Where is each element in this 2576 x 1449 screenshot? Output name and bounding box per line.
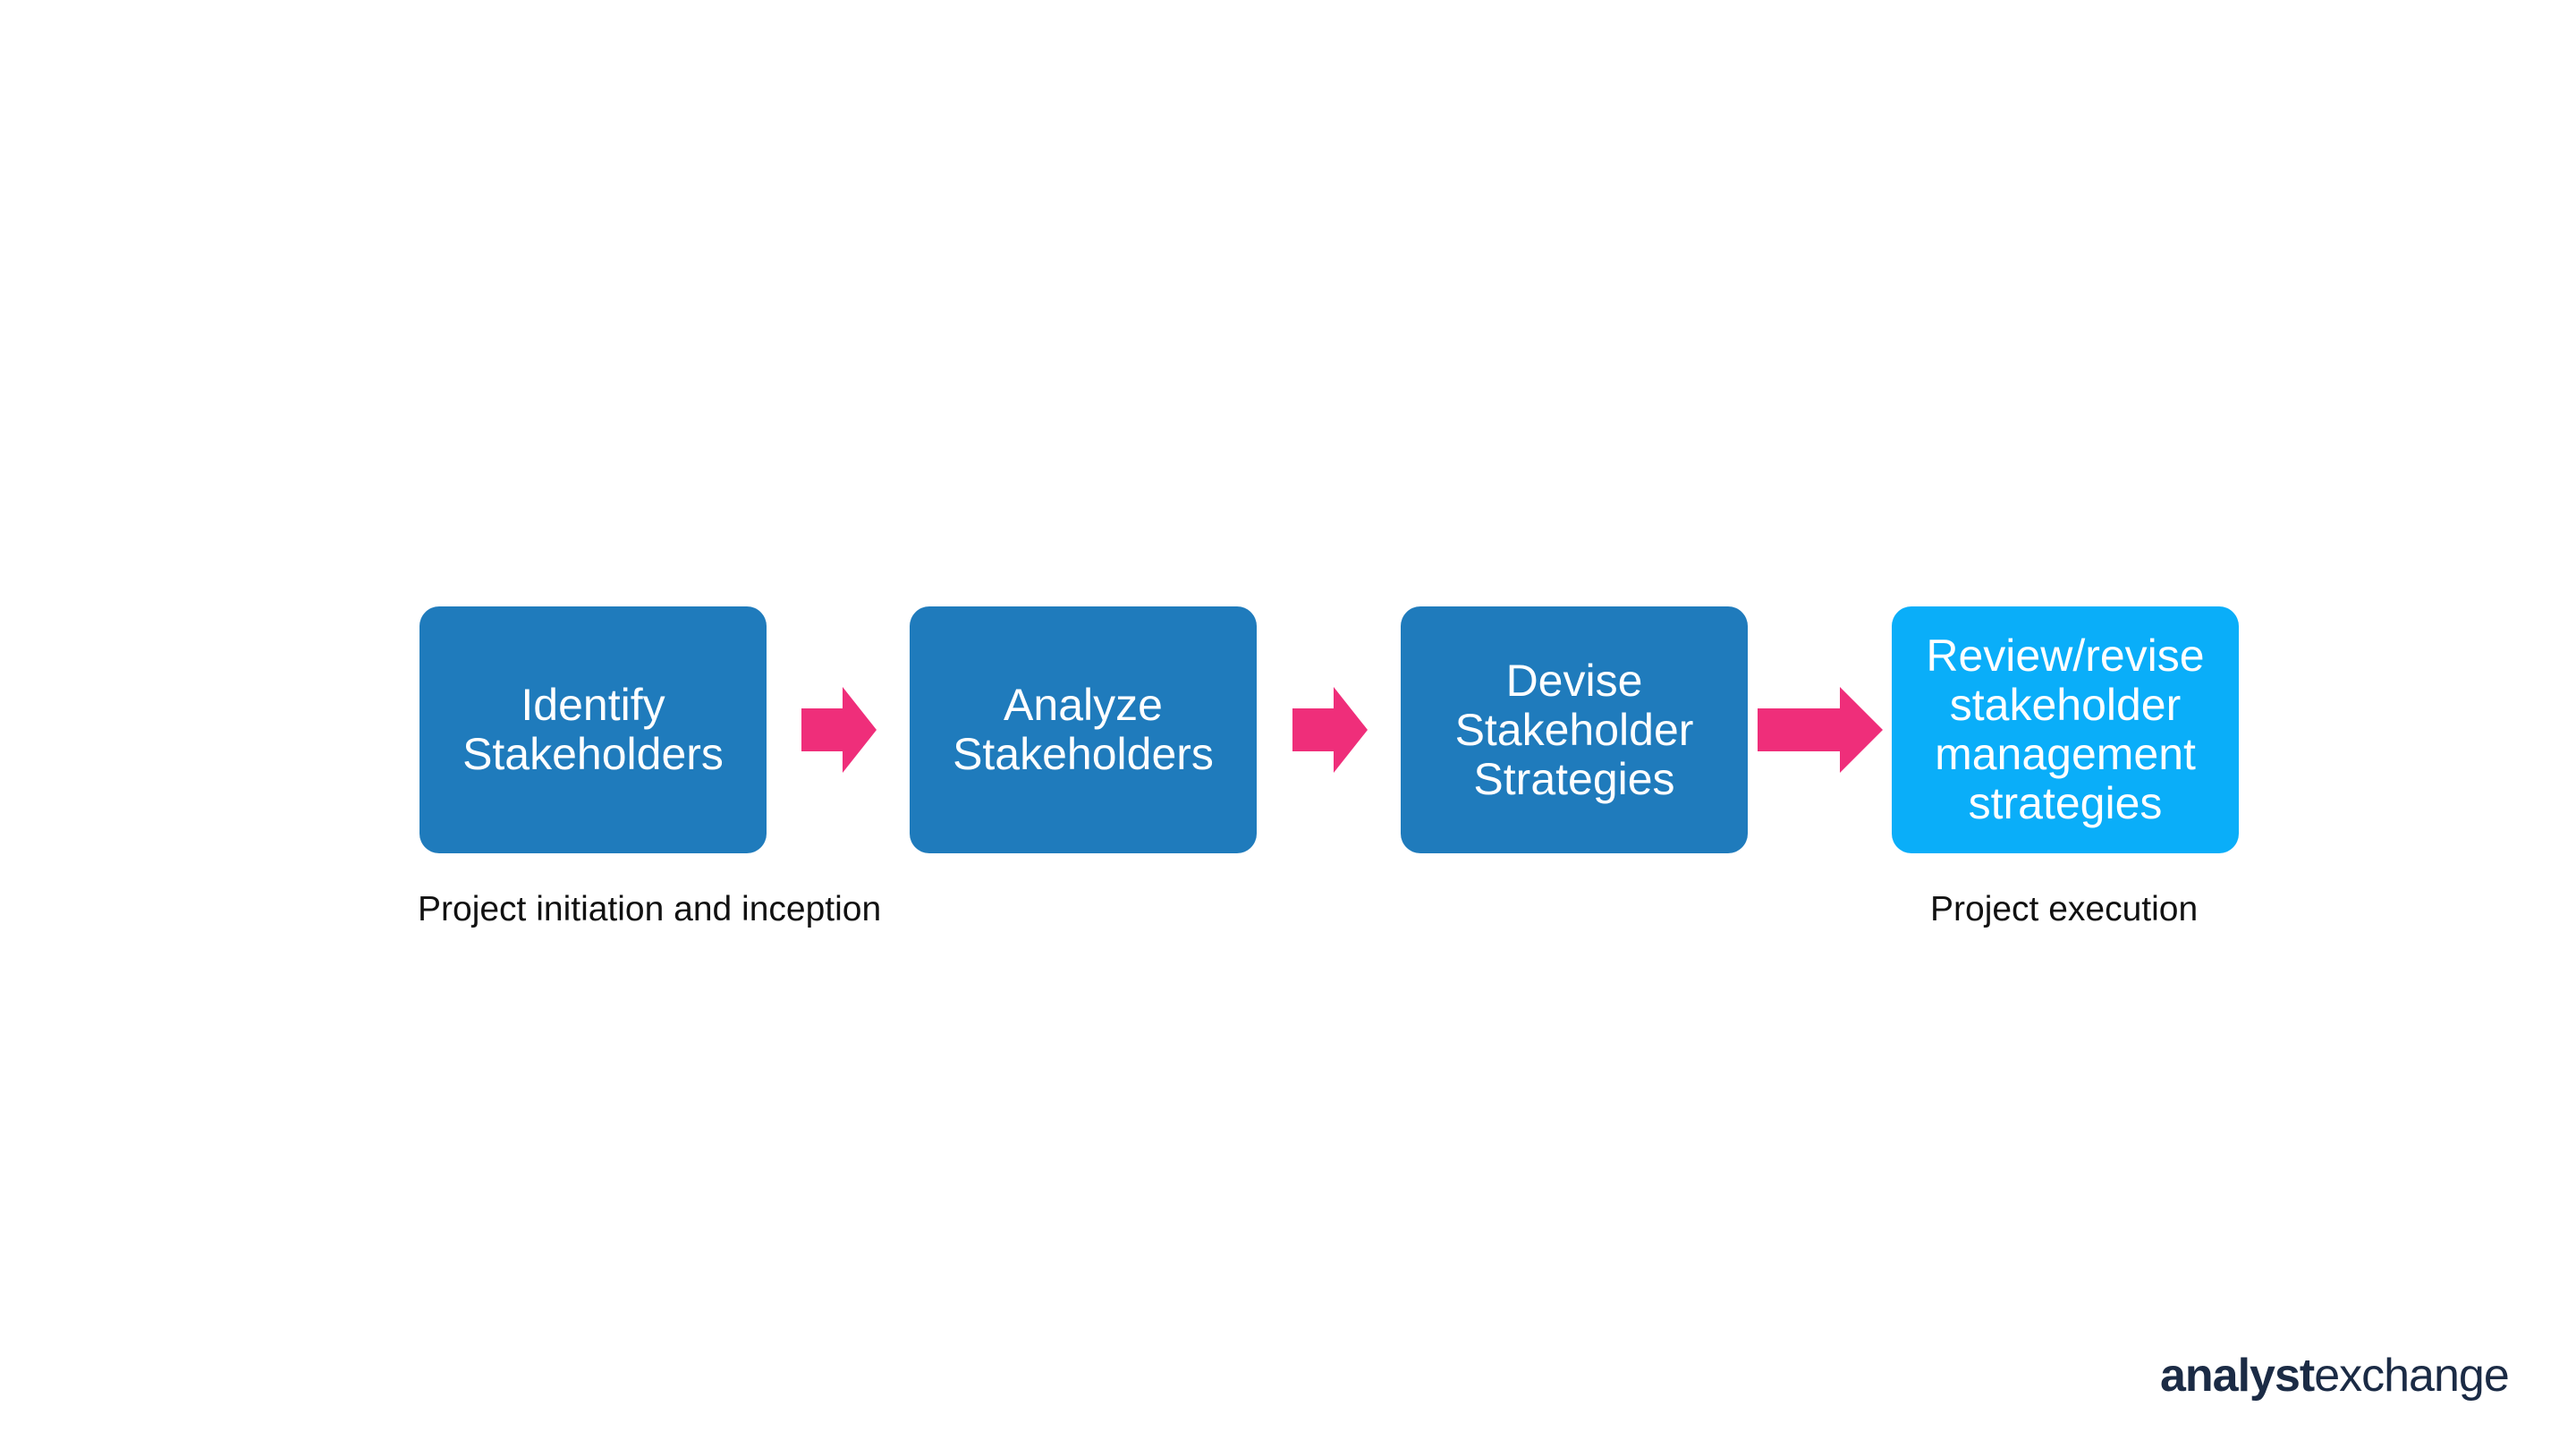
brand-logo-strong: analyst: [2160, 1350, 2315, 1402]
step-label: Analyze Stakeholders: [953, 680, 1214, 779]
right-arrow-icon: [1758, 687, 1883, 773]
right-arrow-icon: [801, 687, 877, 773]
step-analyze-stakeholders: Analyze Stakeholders: [910, 606, 1257, 853]
right-arrow-icon: [1292, 687, 1368, 773]
brand-logo-light: exchange: [2314, 1350, 2510, 1402]
step-label: Identify Stakeholders: [462, 680, 724, 779]
step-devise-strategies: Devise Stakeholder Strategies: [1401, 606, 1748, 853]
step-review-revise-strategies: Review/revise stakeholder management str…: [1892, 606, 2239, 853]
phase-label-initiation: Project initiation and inception: [418, 890, 882, 928]
step-label: Review/revise stakeholder management str…: [1926, 631, 2205, 828]
step-label: Devise Stakeholder Strategies: [1454, 655, 1694, 804]
step-identify-stakeholders: Identify Stakeholders: [419, 606, 767, 853]
phase-label-execution: Project execution: [1930, 890, 2199, 928]
brand-logo: analystexchange: [2160, 1349, 2510, 1402]
